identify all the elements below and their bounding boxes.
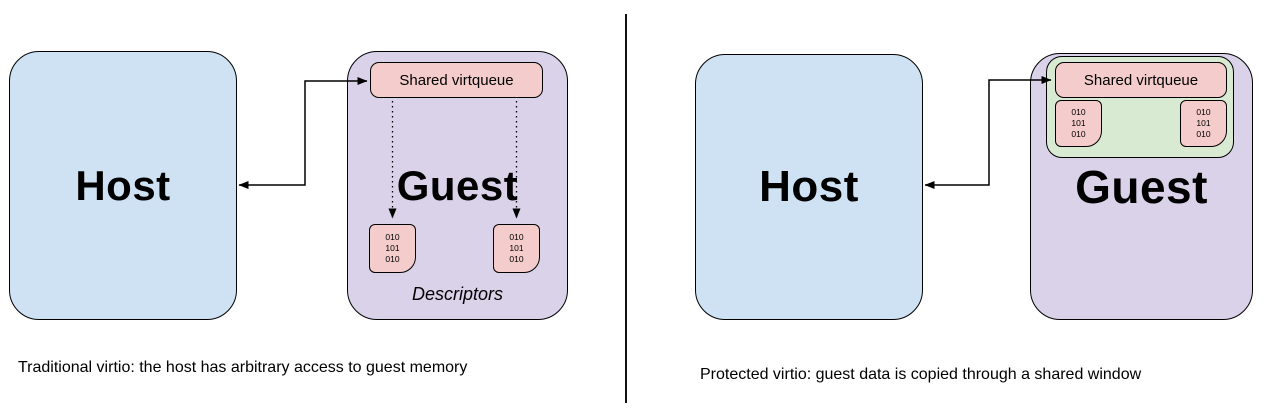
shared-virtqueue-label: Shared virtqueue (1083, 71, 1199, 89)
host-label: Host (75, 161, 171, 209)
shared-virtqueue-box: Shared virtqueue (1055, 62, 1227, 98)
descriptor-box: 010 101 010 (1180, 100, 1227, 147)
descriptor-bits: 010 101 010 (509, 231, 524, 265)
descriptor-box: 010 101 010 (493, 224, 540, 273)
left-caption: Traditional virtio: the host has arbitra… (18, 359, 468, 376)
shared-virtqueue-label: Shared virtqueue (399, 71, 514, 89)
guest-label: Guest (396, 161, 519, 209)
guest-label: Guest (1075, 160, 1208, 213)
host-label: Host (759, 162, 859, 211)
descriptor-bits: 010 101 010 (385, 231, 400, 265)
descriptor-bits: 010 101 010 (1071, 106, 1086, 140)
shared-virtqueue-box: Shared virtqueue (370, 62, 543, 98)
descriptor-box: 010 101 010 (1055, 100, 1102, 147)
descriptor-bits: 010 101 010 (1196, 106, 1211, 140)
descriptor-box: 010 101 010 (369, 224, 416, 273)
descriptors-label: Descriptors (411, 284, 504, 304)
host-box: Host (9, 51, 237, 320)
right-caption: Protected virtio: guest data is copied t… (700, 366, 1142, 383)
host-box: Host (695, 54, 923, 320)
panel-divider (625, 14, 627, 403)
